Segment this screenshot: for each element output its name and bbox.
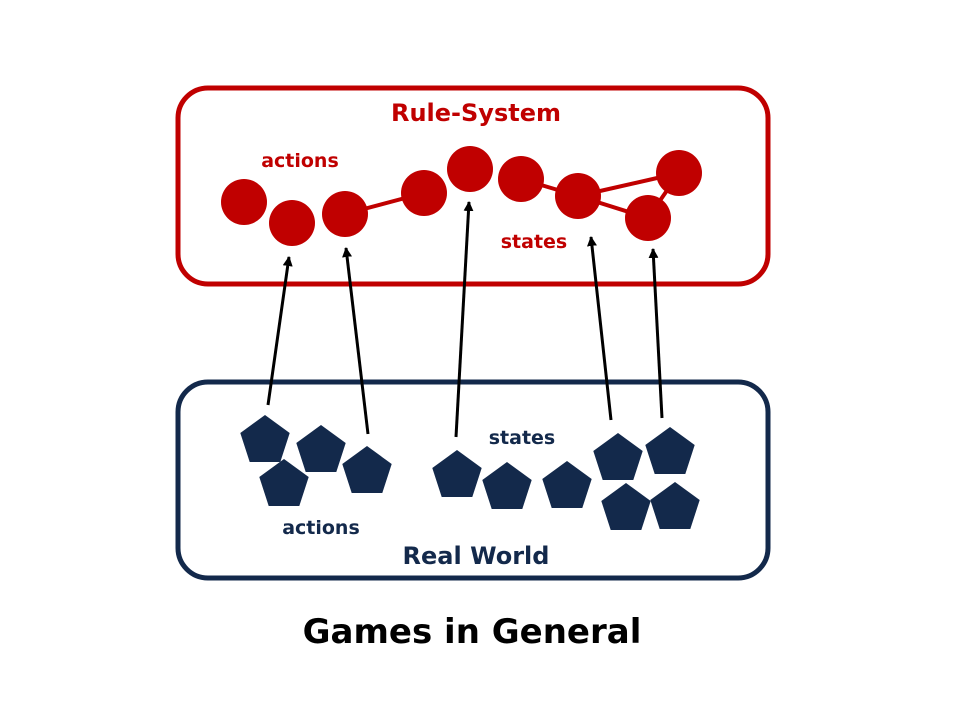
pentagon-shape <box>601 483 651 530</box>
real-world-objects <box>240 415 700 530</box>
mapping-arrow <box>454 201 474 438</box>
state-node <box>498 156 544 202</box>
state-node <box>322 191 368 237</box>
state-node <box>656 150 702 196</box>
pentagon-shape <box>542 461 592 508</box>
mapping-arrow <box>266 256 293 406</box>
mapping-arrow <box>587 236 613 421</box>
state-node <box>221 179 267 225</box>
pentagon-shape <box>645 427 695 474</box>
state-node <box>269 200 315 246</box>
pentagon-shape <box>432 450 482 497</box>
pentagon-shape <box>240 415 290 462</box>
real-world-title: Real World <box>403 542 550 570</box>
pentagon-shape <box>482 462 532 509</box>
pentagon-shape <box>259 459 309 506</box>
pentagon-shape <box>342 446 392 493</box>
pentagon-shape <box>593 433 643 480</box>
state-node <box>625 195 671 241</box>
rule-system-states-label: states <box>501 231 568 253</box>
pentagon-shape <box>650 482 700 529</box>
rule-system-title: Rule-System <box>391 99 561 127</box>
real-world-states-label: states <box>489 427 556 449</box>
pentagon-shape <box>296 425 346 472</box>
state-node <box>401 170 447 216</box>
mapping-arrow <box>648 248 664 419</box>
mapping-arrows <box>266 201 664 438</box>
real-world-actions-label: actions <box>282 517 360 539</box>
state-node <box>555 173 601 219</box>
rule-system-states <box>221 146 702 246</box>
real-world-box <box>175 379 771 581</box>
rule-system-box <box>175 85 771 287</box>
mapping-arrow <box>342 247 370 435</box>
diagram-title: Games in General <box>303 612 642 652</box>
state-node <box>447 146 493 192</box>
rule-system-actions-label: actions <box>261 150 339 172</box>
